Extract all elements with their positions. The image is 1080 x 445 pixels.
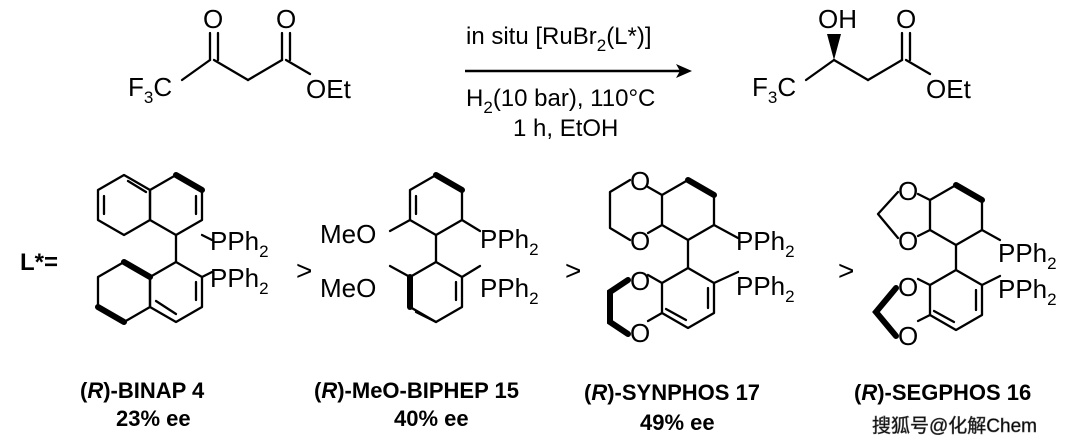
synphos-o-1: O	[630, 166, 650, 196]
product-oet-label: OEt	[926, 74, 972, 104]
meo-biphep-structure: MeO MeO PPh2 PPh2	[320, 172, 539, 324]
meo-biphep-meo-lower: MeO	[320, 273, 376, 303]
product-structure: F3C OH O OEt	[752, 4, 972, 107]
meo-biphep-pph2-lower: PPh2	[480, 273, 539, 308]
reaction-arrow	[465, 64, 692, 78]
product-hydroxyl-label: OH	[818, 4, 857, 34]
binap-name: (R)-BINAP 4	[80, 378, 205, 403]
meo-biphep-meo-upper: MeO	[320, 219, 376, 249]
synphos-structure: O O O O PPh2 PPh2	[607, 166, 795, 348]
synphos-pph2-lower: PPh2	[736, 271, 795, 306]
meo-biphep-pph2-upper: PPh2	[480, 224, 539, 259]
synphos-o-2: O	[630, 226, 650, 256]
binap-structure: PPh2 PPh2	[95, 172, 269, 325]
watermark-text: 搜狐号@化解Chem	[872, 415, 1037, 437]
ligand-label: L*=	[20, 249, 58, 276]
meo-biphep-name: (R)-MeO-BIPHEP 15	[314, 378, 519, 403]
segphos-pph2-upper: PPh2	[998, 238, 1057, 273]
binap-pph2-lower: PPh2	[210, 263, 269, 298]
synphos-ee: 49% ee	[640, 410, 715, 435]
reactant-cf3-label: F3C	[128, 72, 172, 107]
segphos-structure: O O O O PPh2 PPh2	[872, 176, 1057, 351]
segphos-o-3: O	[898, 272, 918, 302]
segphos-name: (R)-SEGPHOS 16	[854, 380, 1031, 405]
binap-pph2-upper: PPh2	[210, 226, 269, 261]
segphos-pph2-lower: PPh2	[998, 274, 1057, 309]
synphos-o-3: O	[630, 266, 650, 296]
greater-than-1: >	[296, 255, 312, 286]
segphos-o-4: O	[898, 321, 918, 351]
reactant-structure: F3C O O OEt	[128, 4, 352, 107]
pressure-temperature-condition: H2(10 bar), 110°C	[466, 85, 655, 117]
greater-than-2: >	[565, 255, 581, 286]
meo-biphep-ee: 40% ee	[394, 406, 469, 431]
product-ester-oxygen: O	[896, 4, 916, 34]
time-solvent-condition: 1 h, EtOH	[513, 115, 618, 142]
synphos-pph2-upper: PPh2	[736, 226, 795, 261]
product-cf3-label: F3C	[752, 72, 796, 107]
reactant-oet-label: OEt	[306, 74, 352, 104]
segphos-o-2: O	[898, 226, 918, 256]
segphos-o-1: O	[898, 176, 918, 206]
synphos-name: (R)-SYNPHOS 17	[584, 380, 760, 405]
reactant-ester-oxygen: O	[276, 4, 296, 34]
reactant-ketone-oxygen: O	[203, 4, 223, 34]
synphos-o-4: O	[630, 318, 650, 348]
catalyst-condition: in situ [RuBr2(L*)]	[466, 23, 652, 55]
greater-than-3: >	[838, 255, 854, 286]
binap-ee: 23% ee	[116, 406, 191, 431]
